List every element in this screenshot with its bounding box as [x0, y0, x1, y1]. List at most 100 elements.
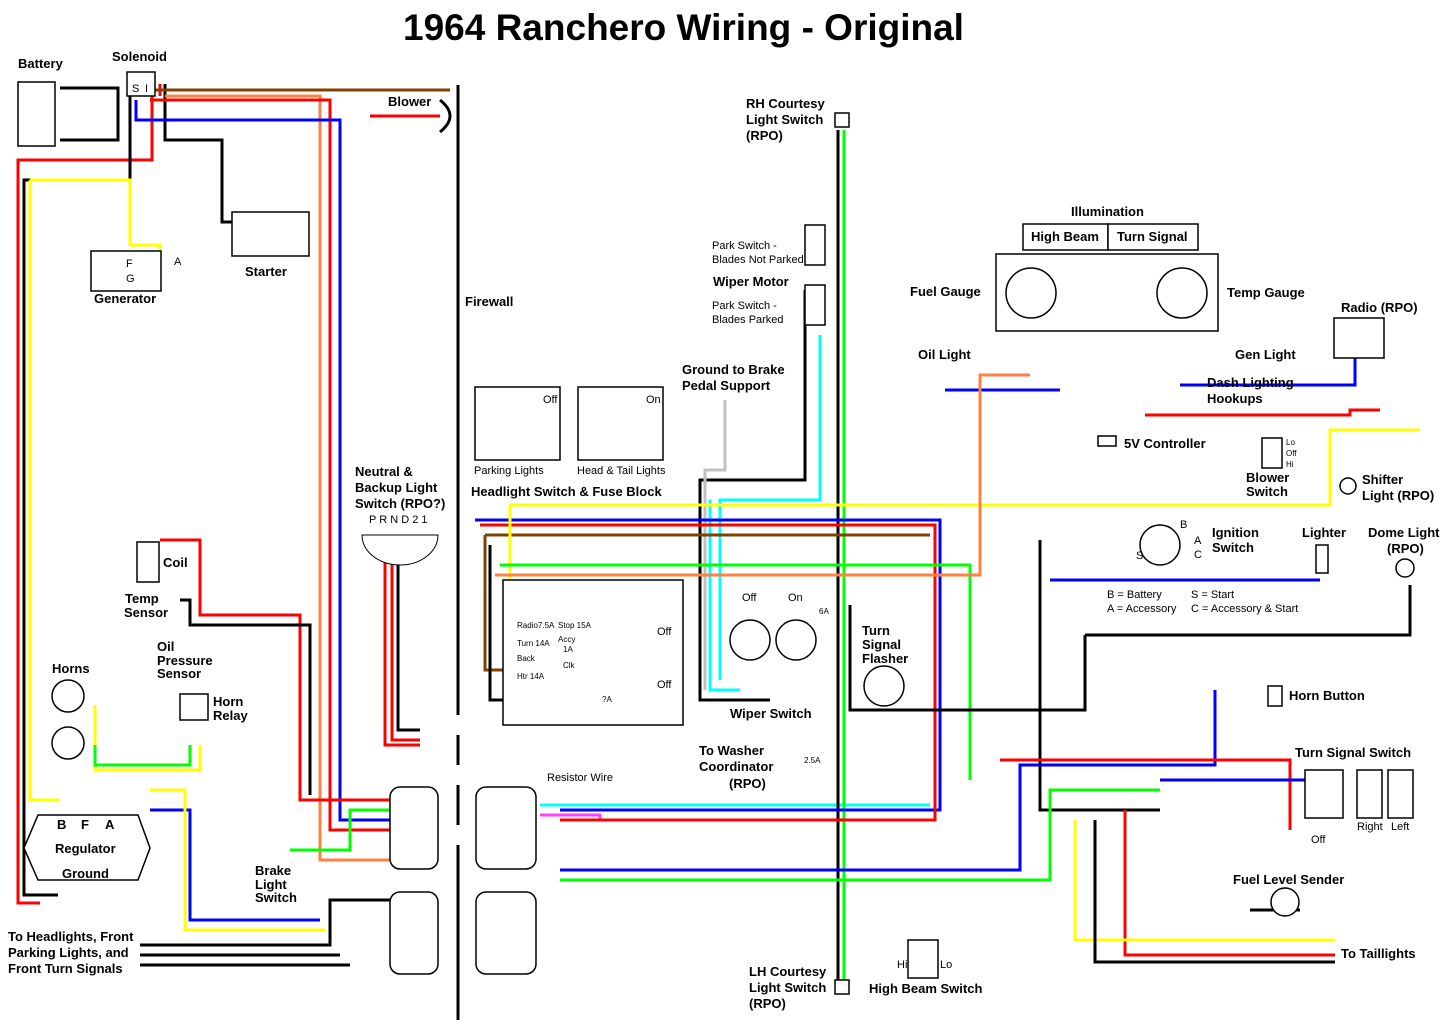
label-regulator: Regulator: [55, 841, 116, 856]
label-ign-legend-s: S = Start: [1191, 589, 1234, 601]
label-ts-left: Left: [1391, 821, 1409, 833]
label-fuse-turn: Turn 14A: [517, 639, 550, 648]
label-coil: Coil: [163, 555, 188, 570]
label-gen-a: A: [174, 256, 182, 268]
wiper-switch-off: [729, 619, 771, 661]
label-dome-2: (RPO): [1387, 541, 1424, 556]
label-solenoid-i: I: [145, 83, 148, 95]
label-horn-relay-2: Relay: [213, 708, 248, 723]
label-ignition-1: Ignition: [1212, 525, 1259, 540]
label-fuse-qa: ?A: [602, 695, 612, 704]
label-dome-1: Dome Light: [1368, 525, 1440, 540]
wires: [16, 84, 1420, 990]
coil: [136, 541, 160, 583]
blower-switch: [1261, 437, 1283, 469]
label-rh-courtesy-2: Light Switch: [746, 112, 823, 127]
label-lighter: Lighter: [1302, 525, 1346, 540]
turn-signal-switch-left: [1387, 769, 1414, 819]
bulkhead-connector-lower-left: [389, 891, 439, 975]
label-brake-2: Light: [255, 877, 287, 892]
label-park-parked-1: Park Switch -: [712, 300, 777, 312]
label-brake-3: Switch: [255, 890, 297, 905]
label-rh-courtesy-3: (RPO): [746, 128, 783, 143]
lighter: [1315, 544, 1329, 574]
neutral-backup-switch: [361, 534, 439, 566]
label-neutral-3: Switch (RPO?): [355, 496, 445, 511]
horn-upper: [51, 679, 85, 713]
fuse-block-frame: [502, 579, 684, 726]
label-blower-off: Off: [1286, 449, 1297, 458]
label-gen-g: G: [126, 273, 135, 285]
label-temp-sensor-2: Sensor: [124, 605, 168, 620]
label-headlight-fuse-block: Headlight Switch & Fuse Block: [471, 484, 662, 499]
fuel-gauge: [1005, 267, 1057, 319]
label-ign-legend-a: A = Accessory: [1107, 603, 1177, 615]
turn-signal-indicator-box: [1107, 223, 1199, 251]
label-firewall: Firewall: [465, 294, 513, 309]
label-hb-hi: Hi: [897, 959, 907, 971]
label-hb-lo: Lo: [940, 959, 952, 971]
label-shifter-2: Light (RPO): [1362, 488, 1434, 503]
label-park-not-parked-2: Blades Not Parked: [712, 254, 804, 266]
lh-courtesy-switch: [834, 979, 850, 995]
label-ign-legend-b: B = Battery: [1107, 589, 1162, 601]
label-lh-courtesy-3: (RPO): [749, 996, 786, 1011]
label-oil-pressure-3: Sensor: [157, 666, 201, 681]
headlight-switch-head-tail: [577, 386, 664, 461]
label-brake-1: Brake: [255, 863, 291, 878]
label-turn-signal: Turn Signal: [1117, 229, 1188, 244]
label-washer-2: Coordinator: [699, 759, 773, 774]
label-wiper-motor: Wiper Motor: [713, 274, 789, 289]
horn-lower: [51, 726, 85, 760]
label-high-beam-switch: High Beam Switch: [869, 981, 982, 996]
label-fuse-2-5a: 2.5A: [804, 756, 821, 765]
park-switch: [804, 224, 826, 266]
label-fuse-off-2: Off: [657, 679, 672, 691]
label-wiper-6a: 6A: [819, 607, 829, 616]
label-solenoid-s: S: [132, 83, 139, 95]
label-ign-b: B: [1180, 519, 1187, 531]
label-fuse-off-1: Off: [657, 626, 672, 638]
label-to-headlights-3: Front Turn Signals: [8, 961, 123, 976]
turn-signal-switch-off: [1304, 769, 1344, 819]
label-starter: Starter: [245, 264, 287, 279]
label-headtail-on: On: [646, 394, 661, 406]
label-rh-courtesy-1: RH Courtesy: [746, 96, 826, 111]
label-ts-right: Right: [1357, 821, 1383, 833]
label-fuse-htr: Htr 14A: [517, 672, 545, 681]
label-washer-3: (RPO): [729, 776, 766, 791]
bulkhead-connector-lower-right: [475, 891, 537, 975]
diagram-title: 1964 Ranchero Wiring - Original: [403, 7, 964, 48]
label-blower-switch-2: Switch: [1246, 484, 1288, 499]
label-fuse-accy: Accy: [558, 635, 575, 644]
dome-light: [1395, 558, 1415, 578]
label-horn-button: Horn Button: [1289, 688, 1365, 703]
label-dash-lighting-2: Hookups: [1207, 391, 1263, 406]
label-lh-courtesy-1: LH Courtesy: [749, 964, 827, 979]
label-generator: Generator: [94, 291, 156, 306]
label-reg-b: B: [57, 817, 66, 832]
fuel-level-sender: [1270, 887, 1300, 917]
battery: [17, 81, 56, 147]
label-blower-switch-1: Blower: [1246, 470, 1289, 485]
label-wiper-off: Off: [742, 592, 757, 604]
radio: [1333, 317, 1385, 359]
label-parking-off: Off: [543, 394, 558, 406]
label-fuse-back: Back: [517, 654, 536, 663]
label-horn-relay-1: Horn: [213, 694, 243, 709]
headlight-switch-parking: [474, 386, 561, 461]
label-fuse-radio: Radio7.5A: [517, 621, 555, 630]
label-ignition-2: Switch: [1212, 540, 1254, 555]
label-solenoid: Solenoid: [112, 49, 167, 64]
label-flasher-1: Turn: [862, 623, 890, 638]
label-battery: Battery: [18, 56, 64, 71]
label-fuse-clk: Clk: [563, 661, 576, 670]
label-neutral-2: Backup Light: [355, 480, 438, 495]
temp-gauge: [1156, 267, 1208, 319]
label-blower-lo: Lo: [1286, 438, 1295, 447]
label-oil-pressure-2: Pressure: [157, 653, 213, 668]
turn-signal-flasher: [863, 665, 905, 707]
label-reg-a: A: [105, 817, 115, 832]
wiper-switch-on: [775, 619, 817, 661]
bulkhead-connector-upper-right: [475, 786, 537, 870]
